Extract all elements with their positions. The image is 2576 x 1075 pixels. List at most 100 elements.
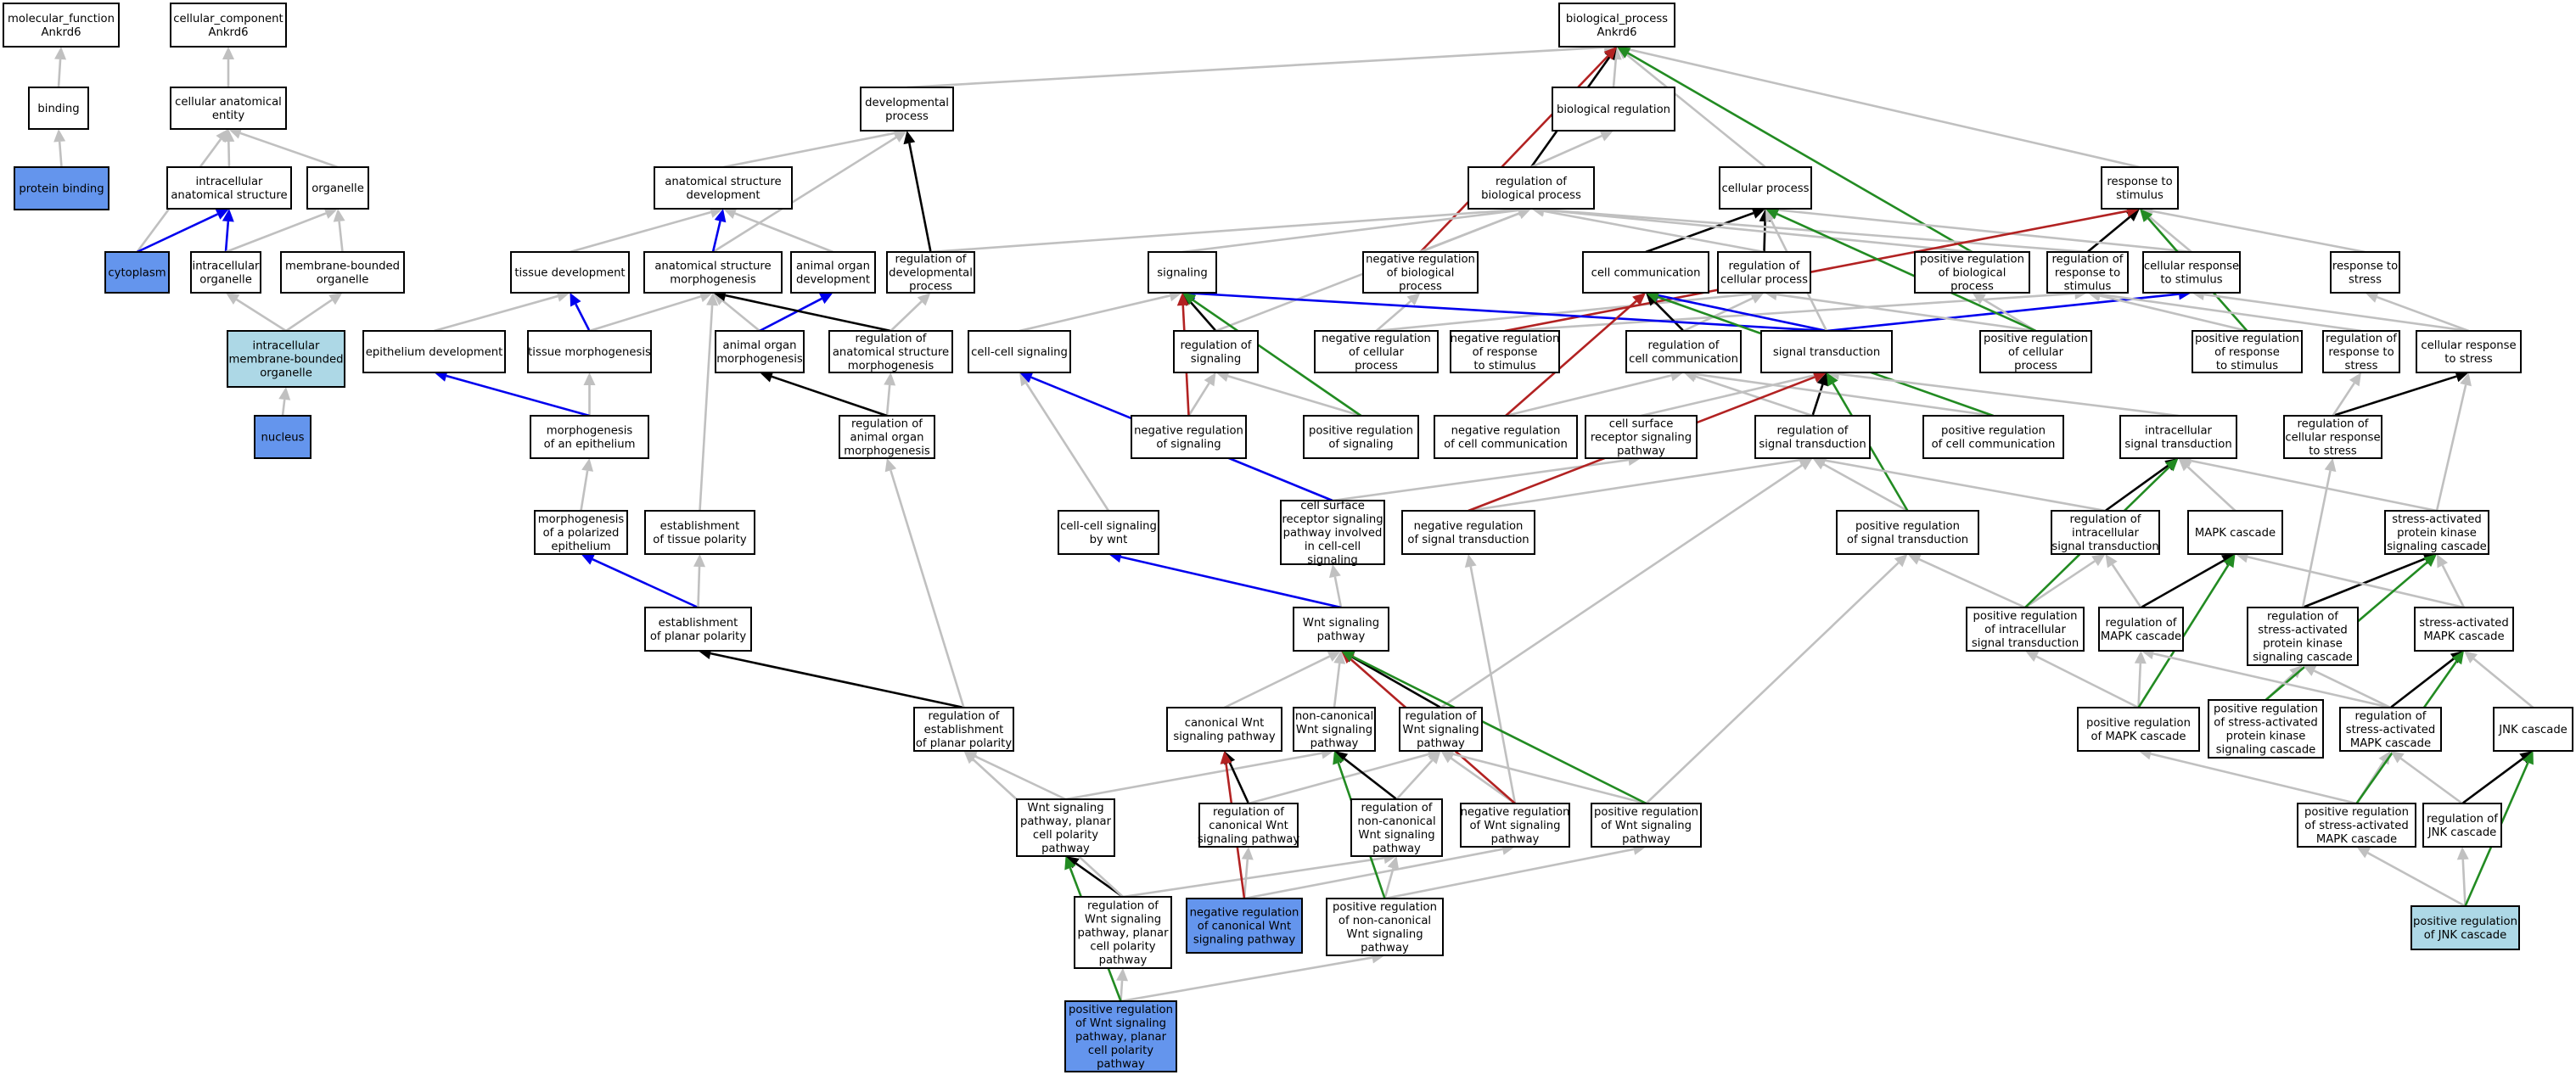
go-term-node-mapk[interactable]: MAPK cascade bbox=[2187, 510, 2283, 555]
go-term-node-biolreg[interactable]: biological regulation bbox=[1552, 87, 1675, 132]
go-term-node-cytoplasm[interactable]: cytoplasm bbox=[104, 251, 170, 294]
go-term-node-cellproc[interactable]: cellular process bbox=[1719, 166, 1812, 210]
go-term-node-binding[interactable]: binding bbox=[28, 87, 89, 130]
go-term-node-sigtrans[interactable]: signal transduction bbox=[1760, 330, 1893, 373]
node-box bbox=[790, 251, 876, 294]
go-term-node-nucleus[interactable]: nucleus bbox=[254, 415, 311, 459]
arrowhead-regwntpcp-to-regepp bbox=[963, 751, 978, 764]
node-box bbox=[1166, 707, 1282, 752]
go-term-node-protbind[interactable]: protein binding bbox=[14, 166, 109, 210]
node-box bbox=[1401, 510, 1535, 555]
go-term-node-epidev[interactable]: epithelium development bbox=[362, 330, 506, 373]
go-term-node-jnk[interactable]: JNK cascade bbox=[2493, 707, 2573, 752]
node-label-line: tissue development bbox=[514, 267, 625, 280]
arrowhead-prjnk-to-regjnk bbox=[2456, 847, 2469, 860]
edge-mapk-to-ist bbox=[2186, 466, 2236, 512]
go-term-node-signaling[interactable]: signaling bbox=[1148, 251, 1217, 294]
go-term-node-ccsig[interactable]: cell-cell signaling bbox=[968, 330, 1071, 373]
go-term-node-tissuedev[interactable]: tissue development bbox=[510, 251, 630, 294]
go-term-node-organelle[interactable]: organelle bbox=[306, 166, 369, 210]
go-term-node-cellcomm[interactable]: cell communication bbox=[1582, 251, 1709, 294]
node-label-line: stimulus bbox=[2064, 281, 2112, 294]
edge-nrcp-to-regcp bbox=[1376, 293, 1752, 333]
go-term-node-tissuemorph[interactable]: tissue morphogenesis bbox=[527, 330, 652, 373]
